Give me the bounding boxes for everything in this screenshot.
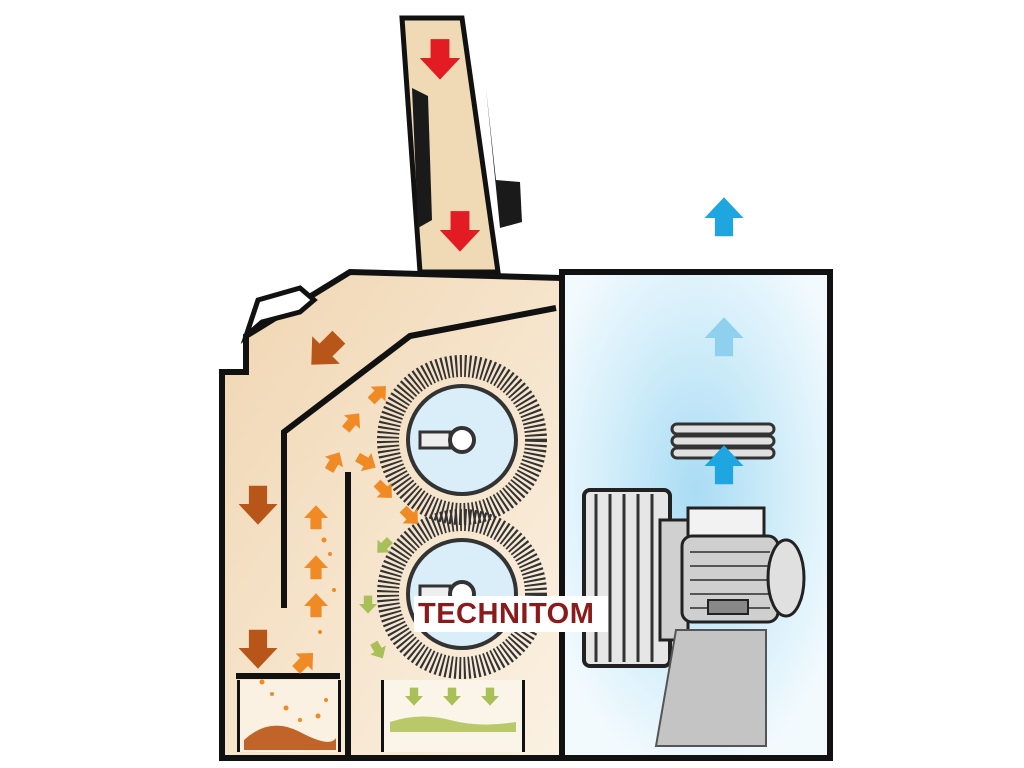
dust-bin-left (240, 680, 338, 752)
technitom-logo: TECHNITOM (414, 596, 608, 632)
logo-text: TECHNITOM (414, 598, 594, 631)
